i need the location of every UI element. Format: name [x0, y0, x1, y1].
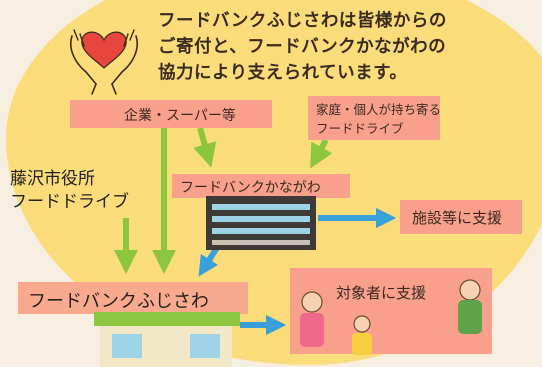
header-text: フードバンクふじさわは皆様からの ご寄付と、フードバンクかながわの 協力により支…: [158, 8, 528, 86]
household-drive-box: 家庭・個人が持ち寄る フードドライブ: [308, 96, 442, 140]
arrow-companies-to-kanagawa: [193, 127, 217, 168]
support-facilities-label: 施設等に支援: [412, 209, 503, 227]
companies-box: 企業・スーパー等: [70, 100, 272, 128]
fb-fujisawa-label: フードバンクふじさわ: [28, 291, 209, 312]
support-facilities-box: 施設等に支援: [400, 200, 522, 234]
household-drive-line-1: 家庭・個人が持ち寄る: [316, 102, 442, 117]
companies-label: 企業・スーパー等: [124, 108, 236, 124]
header-line-3: 協力により支えられています。: [158, 63, 408, 83]
city-hall-line-2: フードドライブ: [10, 192, 129, 212]
fb-fujisawa-box: フードバンクふじさわ: [18, 282, 248, 314]
city-hall-line-1: 藤沢市役所: [10, 169, 95, 189]
header-line-2: ご寄付と、フードバンクかながわの: [158, 37, 447, 57]
fb-kanagawa-label: フードバンクかながわ: [180, 180, 321, 196]
header-line-1: フードバンクふじさわは皆様からの: [158, 11, 447, 31]
household-drive-line-2: フードドライブ: [316, 121, 404, 136]
city-hall-drive: 藤沢市役所 フードドライブ: [10, 168, 129, 214]
support-targets-label: 対象者に支援: [336, 284, 427, 302]
arrow-household-to-kanagawa: [310, 138, 333, 169]
fb-kanagawa-box: フードバンクかながわ: [172, 174, 350, 198]
